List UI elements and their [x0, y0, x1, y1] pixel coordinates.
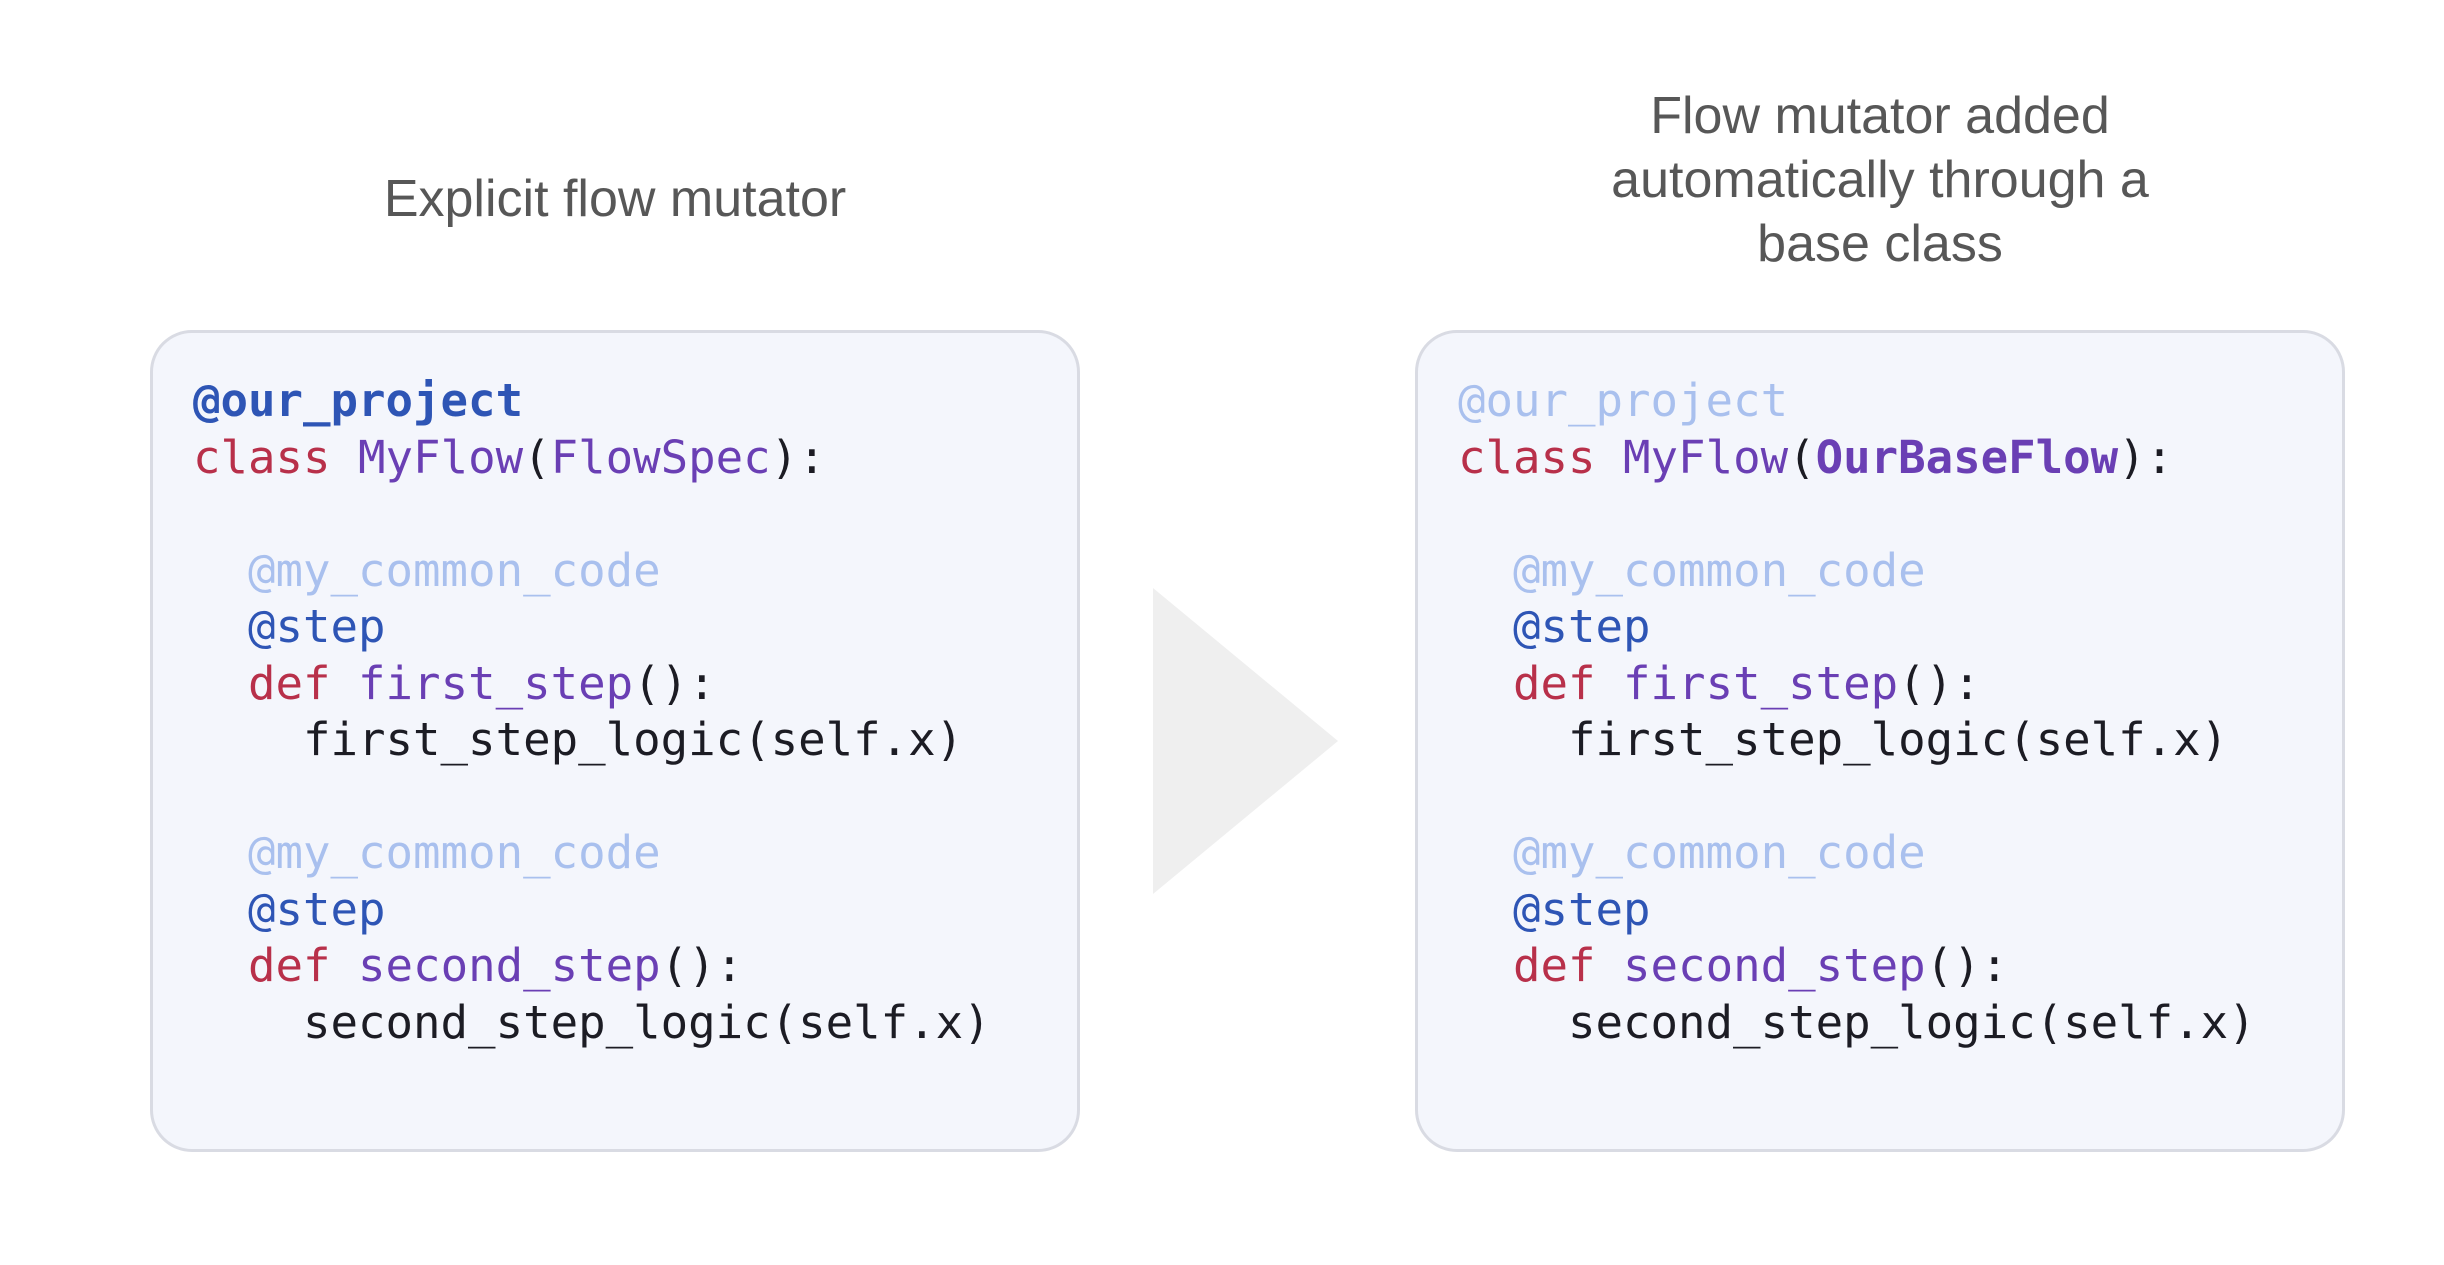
code-token-name: first_step — [358, 656, 634, 710]
code-token-keyword: def — [1513, 656, 1624, 710]
code-line: @step — [193, 599, 991, 656]
code-token-name: second_step — [358, 939, 661, 992]
code-token-plain — [193, 939, 248, 992]
code-token-plain — [1458, 544, 1513, 597]
code-token-plain — [193, 826, 248, 879]
code-token-plain: ): — [2118, 430, 2174, 484]
code-token-plain: second_step_logic(self.x) — [193, 995, 991, 1049]
code-line: def first_step(): — [193, 656, 991, 713]
heading-base-class-mutator: Flow mutator added automatically through… — [1415, 84, 2345, 276]
code-blank-line — [1458, 769, 2256, 826]
heading-line: automatically through a — [1611, 151, 2149, 209]
code-line: second_step_logic(self.x) — [1458, 995, 2256, 1052]
heading-line: Flow mutator added — [1650, 87, 2110, 145]
code-blank-line — [193, 486, 991, 543]
code-token-name: MyFlow — [1623, 430, 1789, 484]
code-token-keyword: def — [248, 939, 359, 992]
code-token-plain — [1458, 826, 1513, 879]
heading-line: Explicit flow mutator — [383, 170, 847, 228]
code-token-deco: @step — [248, 600, 386, 653]
code-token-plain — [1458, 600, 1513, 653]
code-line: @my_common_code — [1458, 825, 2256, 882]
code-blank-line — [193, 769, 991, 826]
code-line: @our_project — [193, 373, 991, 430]
code-token-plain — [193, 544, 248, 597]
code-token-name: first_step — [1623, 656, 1899, 710]
code-token-plain: first_step_logic(self.x) — [193, 713, 964, 766]
code-line: @step — [1458, 882, 2256, 939]
arrow-triangle — [1153, 588, 1338, 894]
code-token-plain — [1458, 883, 1513, 936]
code-token-plain: second_step_logic(self.x) — [1458, 995, 2256, 1049]
code-line: @my_common_code — [1458, 543, 2256, 600]
code-token-plain: (): — [1925, 939, 2009, 992]
code-line: @step — [1458, 599, 2256, 656]
code-token-plain — [193, 883, 248, 936]
code-token-keyword: def — [248, 656, 359, 710]
code-line: @my_common_code — [193, 543, 991, 600]
code-token-deco: @step — [1513, 882, 1651, 936]
code-line: def second_step(): — [1458, 938, 2256, 995]
code-token-keyword: class — [193, 430, 359, 484]
code-token-deco-strong: @our_project — [193, 374, 524, 427]
heading-line: base class — [1757, 215, 2003, 273]
code-token-keyword: def — [1513, 939, 1624, 992]
code-token-deco: @step — [248, 882, 386, 936]
code-token-plain: (): — [660, 939, 744, 992]
code-token-plain: (): — [633, 656, 716, 710]
code-line: second_step_logic(self.x) — [193, 995, 991, 1052]
code-token-name-bold: OurBaseFlow — [1815, 430, 2119, 484]
code-token-name: FlowSpec — [550, 430, 771, 484]
code-token-deco-dim: @my_common_code — [1513, 826, 1926, 879]
code-token-keyword: class — [1458, 430, 1624, 484]
code-line: @my_common_code — [193, 825, 991, 882]
code-line: first_step_logic(self.x) — [193, 712, 991, 769]
code-token-plain: ): — [770, 430, 826, 484]
code-line: class MyFlow(OurBaseFlow): — [1458, 430, 2256, 487]
code-token-plain — [193, 657, 248, 710]
code-token-name: second_step — [1623, 939, 1926, 992]
code-line: def first_step(): — [1458, 656, 2256, 713]
heading-explicit-mutator: Explicit flow mutator — [150, 167, 1080, 231]
code-token-plain — [1458, 657, 1513, 710]
code-token-deco-dim: @my_common_code — [1513, 543, 1926, 597]
code-token-name: MyFlow — [358, 430, 524, 484]
code-token-deco: @step — [1513, 600, 1651, 653]
code-token-plain: first_step_logic(self.x) — [1458, 713, 2229, 766]
code-token-deco-dim: @my_common_code — [248, 826, 661, 879]
code-line: @step — [193, 882, 991, 939]
code-blank-line — [1458, 486, 2256, 543]
code-token-deco-dim: @our_project — [1458, 374, 1789, 427]
code-line: first_step_logic(self.x) — [1458, 712, 2256, 769]
code-token-plain: ( — [1788, 430, 1816, 484]
code-token-plain: ( — [523, 430, 551, 484]
code-token-plain — [1458, 939, 1513, 992]
code-line: @our_project — [1458, 373, 2256, 430]
right-triangle-arrow-icon — [1153, 588, 1338, 894]
code-line: class MyFlow(FlowSpec): — [193, 430, 991, 487]
code-line: def second_step(): — [193, 938, 991, 995]
code-token-plain: (): — [1898, 656, 1981, 710]
code-token-deco-dim: @my_common_code — [248, 543, 661, 597]
code-token-plain — [193, 600, 248, 653]
